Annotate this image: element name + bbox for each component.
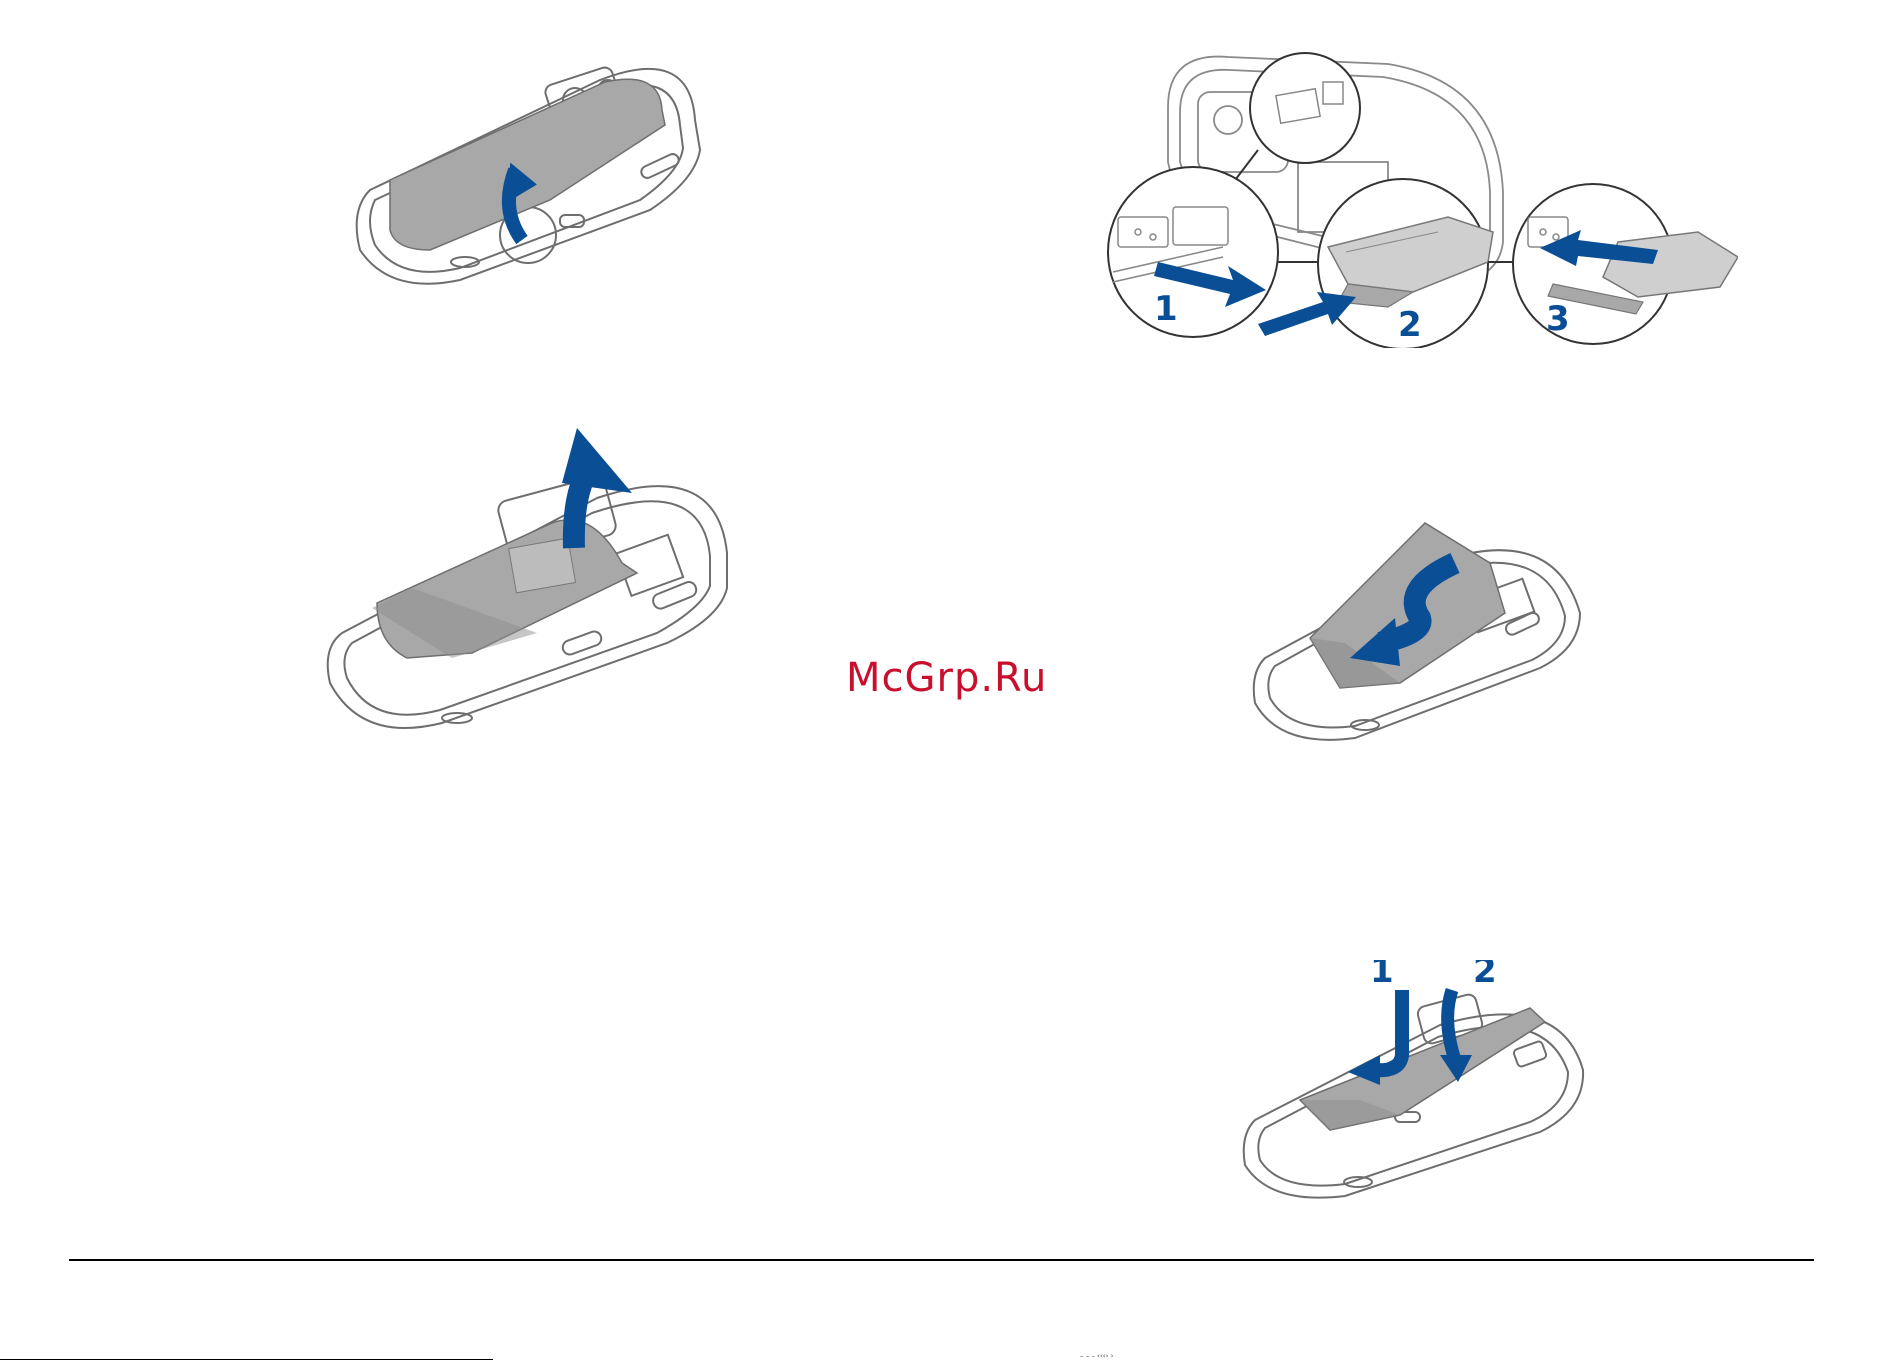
footer-mark: – – – ‹‹‹› ›: [1080, 1352, 1113, 1360]
remove-back-cover-illustration: [350, 50, 710, 290]
sim-step-3-label: 3: [1546, 299, 1570, 339]
footer-rule: [69, 1259, 1814, 1261]
sim-step-1-label: 1: [1154, 289, 1178, 329]
replace-back-cover-illustration: 1 2: [1240, 960, 1588, 1200]
remove-battery-illustration: [322, 428, 732, 733]
insert-sim-illustration: 1 2 3: [1098, 52, 1738, 348]
cover-step-1-label: 1: [1370, 960, 1394, 991]
watermark-text: McGrp.Ru: [846, 655, 1047, 701]
insert-battery-illustration: [1250, 518, 1582, 743]
cover-step-2-label: 2: [1473, 960, 1497, 991]
bottom-edge-rule: [0, 1359, 493, 1360]
sim-step-2-label: 2: [1398, 305, 1422, 345]
